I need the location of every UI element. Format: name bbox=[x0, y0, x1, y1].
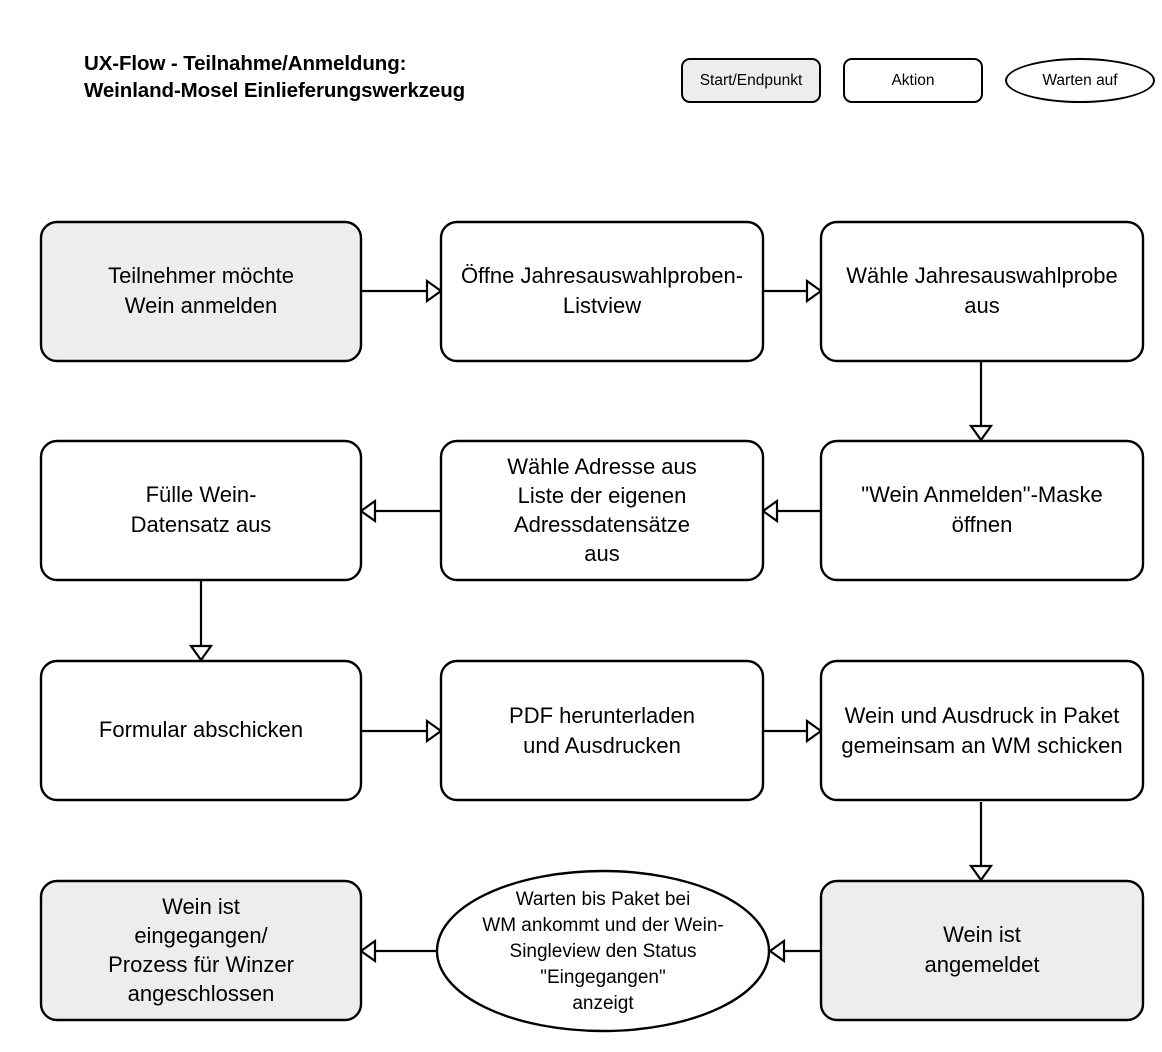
node-label-line: Wein anmelden bbox=[125, 293, 277, 318]
node-waehle-jahresauswahlprobe-aus[interactable]: Wähle Jahresauswahlprobe aus bbox=[819, 220, 1145, 363]
node-label-line: Warten bis Paket bei bbox=[516, 889, 691, 910]
node-label-line: eingegangen/ bbox=[134, 923, 268, 948]
edge-n5-n6 bbox=[359, 498, 440, 524]
edge-n7-n8 bbox=[361, 718, 443, 744]
node-label-line: gemeinsam an WM schicken bbox=[841, 733, 1122, 758]
node-oeffne-jahresauswahlproben-listview[interactable]: Öffne Jahresauswahlproben- Listview bbox=[439, 220, 765, 363]
node-label-line: anzeigt bbox=[572, 993, 634, 1014]
node-warten-bis-paket-bei-wm-ankommt[interactable]: Warten bis Paket bei WM ankommt und der … bbox=[435, 869, 771, 1033]
legend-item-start-endpoint: Start/Endpunkt bbox=[681, 58, 821, 103]
node-wein-ist-angemeldet[interactable]: Wein ist angemeldet bbox=[819, 879, 1145, 1022]
node-label-line: Wein ist bbox=[162, 894, 240, 919]
node-waehle-adresse-aus-liste[interactable]: Wähle Adresse aus Liste der eigenen Adre… bbox=[439, 439, 765, 582]
node-label-line: Wähle Jahresauswahlprobe bbox=[846, 263, 1118, 288]
node-label-line: Liste der eigenen bbox=[518, 483, 687, 508]
node-label-line: "Eingegangen" bbox=[540, 967, 666, 988]
edge-n11-n12 bbox=[359, 938, 437, 964]
node-teilnehmer-moechte-wein-anmelden[interactable]: Teilnehmer möchte Wein anmelden bbox=[39, 220, 363, 363]
edge-n8-n9 bbox=[764, 718, 823, 744]
node-label-line: Adressdatensätze bbox=[514, 512, 690, 537]
node-wein-ist-eingegangen-prozess-abgeschlossen[interactable]: Wein ist eingegangen/ Prozess für Winzer… bbox=[39, 879, 363, 1022]
legend-label-warten-auf: Warten auf bbox=[1042, 71, 1118, 89]
node-label-line: Formular abschicken bbox=[99, 717, 303, 742]
edge-n2-n3 bbox=[764, 278, 823, 304]
node-wein-anmelden-maske-oeffnen[interactable]: "Wein Anmelden"-Maske öffnen bbox=[819, 439, 1145, 582]
edge-n10-n11 bbox=[768, 938, 820, 964]
legend-label-aktion: Aktion bbox=[891, 71, 935, 89]
page-title-line-1: UX-Flow - Teilnahme/Anmeldung: bbox=[84, 52, 407, 75]
legend-item-aktion: Aktion bbox=[843, 58, 983, 103]
node-label-line: Fülle Wein- bbox=[146, 482, 257, 507]
edge-n1-n2 bbox=[361, 278, 443, 304]
node-label-line: Wein und Ausdruck in Paket bbox=[845, 703, 1120, 728]
node-label-line: und Ausdrucken bbox=[523, 733, 681, 758]
legend-label-start-endpoint: Start/Endpunkt bbox=[699, 71, 803, 89]
node-label-line: WM ankommt und der Wein- bbox=[482, 915, 723, 936]
node-formular-abschicken[interactable]: Formular abschicken bbox=[39, 659, 363, 802]
node-label-line: Datensatz aus bbox=[131, 512, 272, 537]
node-label-line: aus bbox=[964, 293, 999, 318]
node-label-line: Wein ist bbox=[943, 922, 1021, 947]
edge-n3-n4 bbox=[968, 362, 994, 442]
node-fuelle-wein-datensatz-aus[interactable]: Fülle Wein- Datensatz aus bbox=[39, 439, 363, 582]
node-label-line: Singleview den Status bbox=[510, 941, 697, 962]
legend-item-warten-auf: Warten auf bbox=[1005, 58, 1155, 103]
node-label-line: PDF herunterladen bbox=[509, 703, 695, 728]
page-title: UX-Flow - Teilnahme/Anmeldung: Weinland-… bbox=[84, 50, 624, 104]
edge-n9-n10 bbox=[968, 802, 994, 882]
node-label-line: Teilnehmer möchte bbox=[108, 263, 294, 288]
node-wein-und-ausdruck-in-paket[interactable]: Wein und Ausdruck in Paket gemeinsam an … bbox=[819, 659, 1145, 802]
legend: Start/Endpunkt Aktion Warten auf bbox=[681, 58, 1155, 103]
node-pdf-herunterladen-und-ausdrucken[interactable]: PDF herunterladen und Ausdrucken bbox=[439, 659, 765, 802]
node-label-line: aus bbox=[584, 541, 619, 566]
node-label-line: angemeldet bbox=[925, 952, 1040, 977]
node-label-line: öffnen bbox=[952, 512, 1013, 537]
page-title-line-2: Weinland-Mosel Einlieferungswerkzeug bbox=[84, 79, 466, 103]
edge-n4-n5 bbox=[761, 498, 820, 524]
node-label-line: Wähle Adresse aus bbox=[507, 454, 697, 479]
node-label-line: Öffne Jahresauswahlproben- bbox=[461, 263, 743, 288]
node-label-line: angeschlossen bbox=[128, 981, 275, 1006]
node-label-line: "Wein Anmelden"-Maske bbox=[861, 482, 1102, 507]
node-label-line: Prozess für Winzer bbox=[108, 952, 294, 977]
edge-n6-n7 bbox=[188, 581, 214, 662]
node-label-line: Listview bbox=[563, 293, 641, 318]
